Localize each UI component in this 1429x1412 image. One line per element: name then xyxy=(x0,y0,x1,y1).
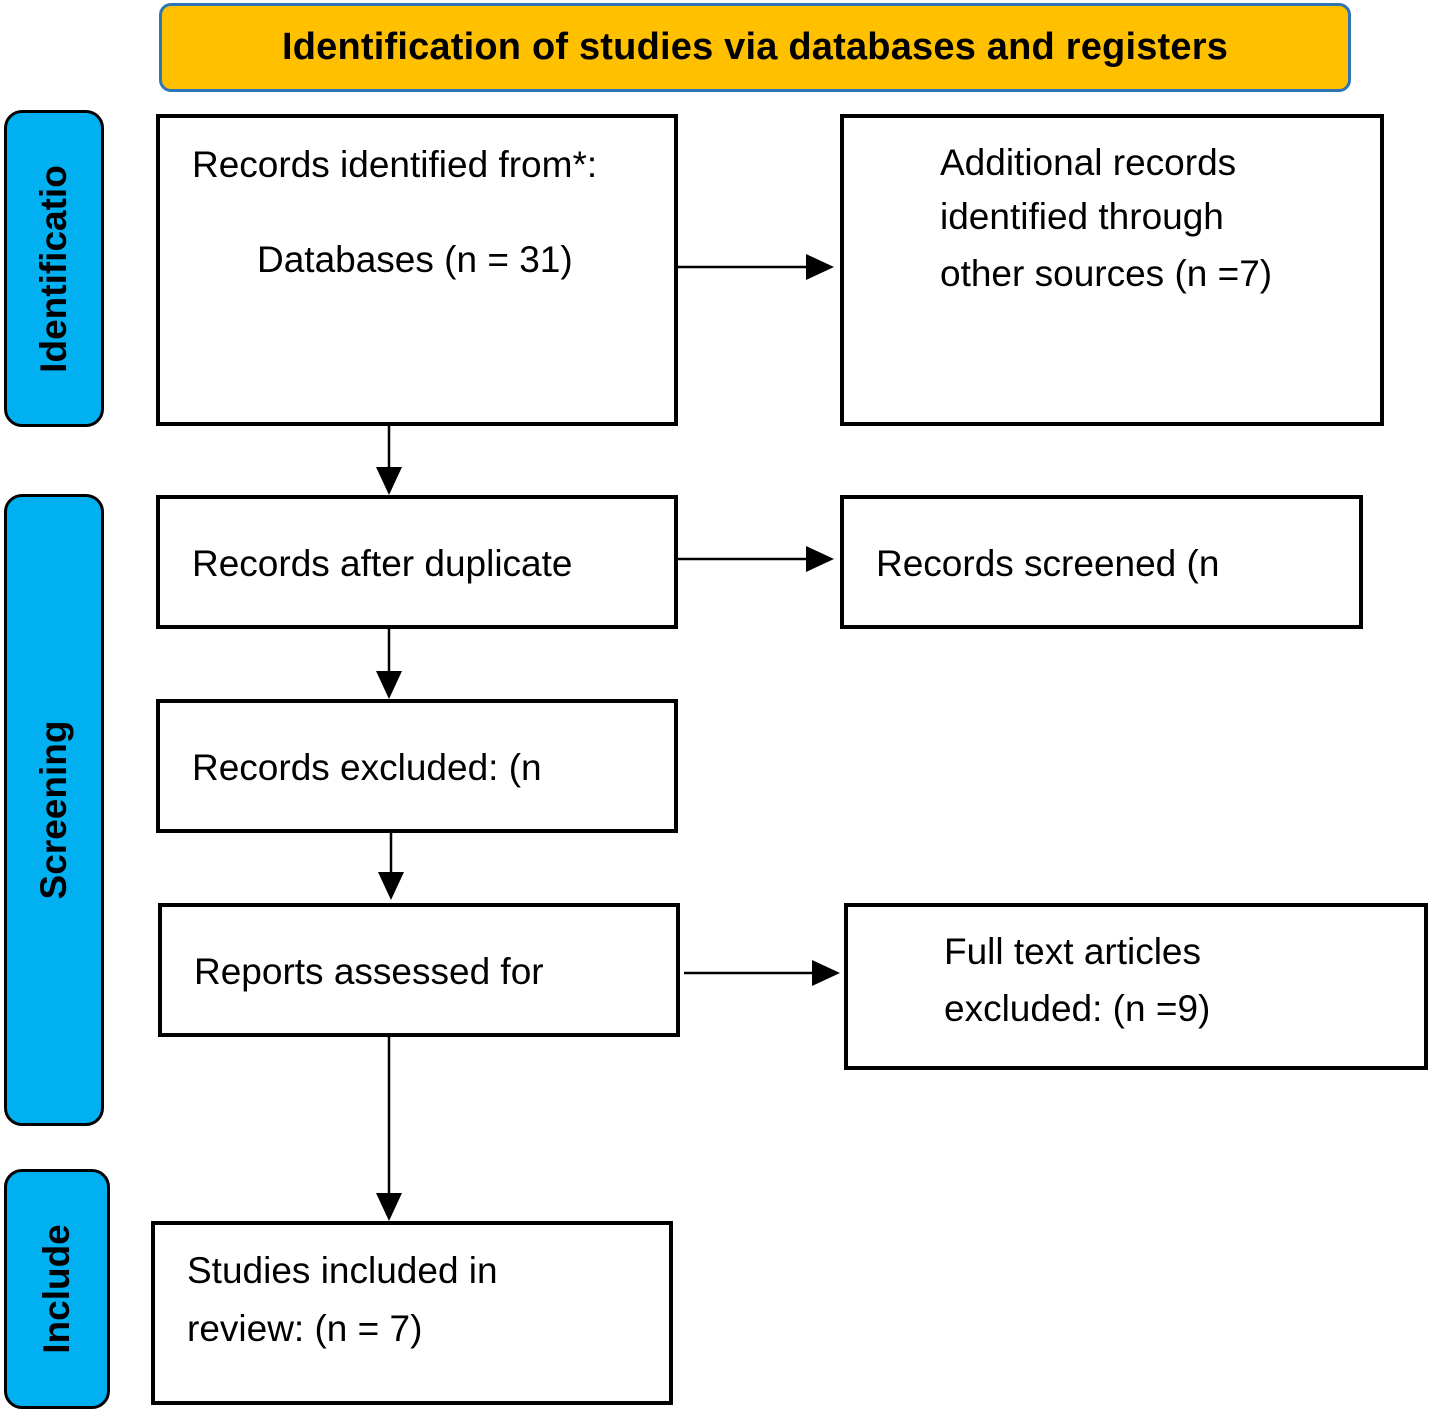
arrowhead-screened xyxy=(806,546,834,572)
arrowhead-excluded xyxy=(376,671,402,699)
arrowhead-additional xyxy=(806,254,834,280)
reports-assessed-line1: Reports assessed for xyxy=(194,951,544,992)
stage-identification-label: Identificatio xyxy=(33,164,74,373)
box-records-identified: Records identified from*: Databases (n =… xyxy=(156,114,678,426)
arrowhead-included xyxy=(376,1193,402,1221)
stage-screening: Screening xyxy=(4,494,104,1126)
stage-include: Include xyxy=(4,1169,110,1409)
header-title: Identification of studies via databases … xyxy=(281,26,1229,68)
header-banner: Identification of studies via databases … xyxy=(159,3,1351,92)
box-studies-included: Studies included in review: (n = 7) xyxy=(151,1221,673,1405)
records-screened-line1: Records screened (n xyxy=(876,543,1220,584)
studies-included-line2: review: (n = 7) xyxy=(187,1308,423,1349)
records-identified-line1: Records identified from*: xyxy=(192,144,598,185)
records-after-duplicate-line1: Records after duplicate xyxy=(192,543,573,584)
stage-identification: Identificatio xyxy=(4,110,104,427)
arrowhead-fulltext xyxy=(812,960,840,986)
full-text-excluded-line1: Full text articles xyxy=(944,931,1202,972)
box-additional-records: Additional records identified through ot… xyxy=(840,114,1384,426)
records-excluded-line1: Records excluded: (n xyxy=(192,747,542,788)
additional-records-line2: identified through xyxy=(940,196,1224,237)
box-records-screened: Records screened (n xyxy=(840,495,1363,629)
full-text-excluded-line2: excluded: (n =9) xyxy=(944,988,1211,1029)
arrowhead-duplicate xyxy=(376,467,402,495)
box-records-excluded: Records excluded: (n xyxy=(156,699,678,833)
box-records-after-duplicate: Records after duplicate xyxy=(156,495,678,629)
additional-records-line3: other sources (n =7) xyxy=(940,253,1273,294)
stage-screening-label: Screening xyxy=(33,720,74,900)
studies-included-line1: Studies included in xyxy=(187,1250,498,1291)
additional-records-line1: Additional records xyxy=(940,142,1237,183)
records-identified-line2: Databases (n = 31) xyxy=(257,239,573,280)
arrowhead-assessed xyxy=(378,872,404,900)
box-reports-assessed: Reports assessed for xyxy=(158,903,680,1037)
stage-include-label: Include xyxy=(36,1224,77,1354)
box-full-text-excluded: Full text articles excluded: (n =9) xyxy=(844,903,1428,1070)
